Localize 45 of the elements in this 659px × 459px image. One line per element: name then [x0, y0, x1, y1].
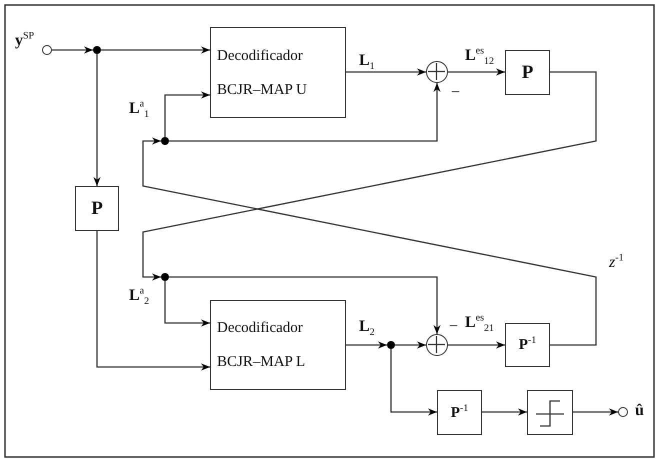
decoder-block — [210, 27, 346, 118]
arrow — [164, 281, 210, 327]
arrow — [169, 83, 441, 142]
decoder-block — [437, 390, 482, 435]
junction-dot — [161, 273, 169, 281]
arrow — [390, 349, 437, 416]
junction-dot — [161, 137, 169, 145]
terminal-circle — [618, 407, 628, 417]
arrow — [142, 137, 597, 346]
output-label: û — [634, 402, 645, 420]
edge-label: L$_{1}$ — [358, 52, 376, 70]
summing-junction — [426, 61, 448, 83]
decoder-block — [210, 300, 346, 390]
arrow — [101, 46, 210, 54]
input-label: y$^{SP}$ — [14, 32, 36, 50]
arrow — [482, 408, 527, 416]
block-label: Decodificador BCJR–MAP L — [216, 319, 306, 372]
minus-sign: − — [450, 84, 462, 102]
arrow — [573, 408, 618, 416]
arrow — [93, 54, 101, 186]
junction-dot — [93, 46, 101, 54]
terminal-circle — [42, 45, 52, 55]
arrow — [96, 231, 210, 371]
arrow — [346, 68, 426, 76]
arrow — [142, 71, 597, 281]
arrow — [448, 68, 505, 76]
junction-dot — [387, 341, 395, 349]
arrow — [52, 46, 93, 54]
limiter-box — [527, 390, 573, 435]
minus-sign: − — [448, 318, 460, 336]
block-label: P$^{-1}$ — [450, 402, 470, 422]
permuter-block — [505, 50, 550, 95]
arrow — [346, 341, 387, 349]
decoder-block — [505, 323, 550, 367]
block-symbol: P — [522, 62, 534, 84]
block-label: Decodificador BCJR–MAP U — [216, 46, 308, 100]
edge-label: L$_{2}$ — [358, 318, 376, 336]
arrow — [169, 276, 441, 334]
block-symbol: P — [91, 198, 103, 220]
arrow — [395, 341, 426, 349]
summing-junction — [426, 334, 448, 356]
block-label: P$^{-1}$ — [518, 334, 538, 355]
arrow — [164, 91, 210, 137]
permuter-block — [75, 186, 119, 231]
arrow — [448, 341, 505, 349]
